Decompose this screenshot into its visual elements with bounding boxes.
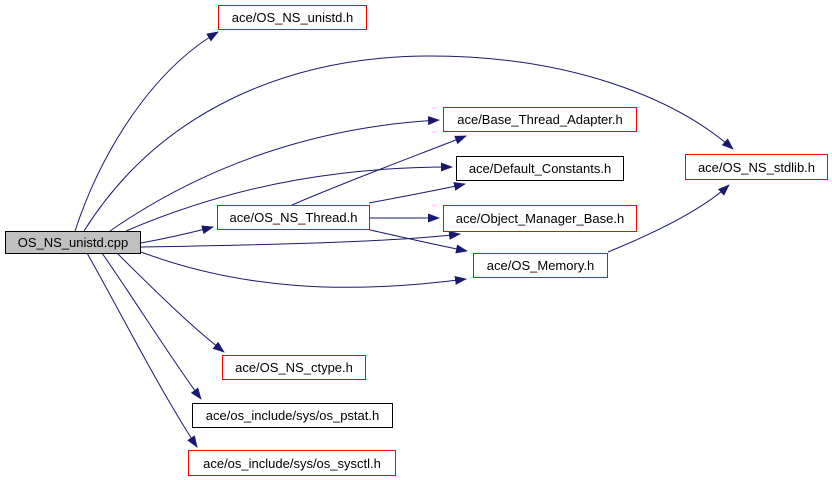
edge-cpp-to-os-ns-stdlib-h (83, 55, 734, 232)
node-ace-os-include-sys-os-sysctl-h[interactable]: ace/os_include/sys/os_sysctl.h (188, 450, 396, 476)
node-ace-os-include-sys-os-pstat-h[interactable]: ace/os_include/sys/os_pstat.h (192, 403, 393, 428)
node-label: OS_NS_unistd.cpp (17, 235, 129, 250)
node-ace-os-ns-thread-h[interactable]: ace/OS_NS_Thread.h (217, 205, 370, 230)
edge-cpp-to-os-pstat-h (101, 252, 202, 400)
node-label: ace/OS_Memory.h (486, 258, 595, 273)
edge-cpp-to-os-ns-ctype-h (116, 252, 225, 353)
edge-thread-to-default-constants-h (368, 182, 466, 204)
node-ace-os-ns-stdlib-h[interactable]: ace/OS_NS_stdlib.h (685, 154, 828, 180)
node-ace-os-ns-ctype-h[interactable]: ace/OS_NS_ctype.h (222, 355, 366, 380)
node-label: ace/Object_Manager_Base.h (455, 211, 625, 226)
node-label: ace/os_include/sys/os_pstat.h (205, 408, 380, 423)
edge-cpp-to-default-constants-h (125, 162, 453, 232)
node-label: ace/OS_NS_unistd.h (231, 10, 354, 25)
edge-thread-to-base-thread-adapter-h (291, 135, 467, 206)
edge-cpp-to-object-manager-base-h (140, 230, 461, 248)
edge-cpp-to-base-thread-adapter-h (109, 116, 440, 232)
node-ace-object-manager-base-h[interactable]: ace/Object_Manager_Base.h (443, 205, 637, 232)
node-ace-base-thread-adapter-h[interactable]: ace/Base_Thread_Adapter.h (443, 107, 637, 132)
node-ace-os-ns-unistd-h[interactable]: ace/OS_NS_unistd.h (218, 5, 367, 30)
node-label: ace/os_include/sys/os_sysctl.h (203, 455, 381, 471)
edge-thread-to-os-memory-h (369, 229, 468, 254)
edge-cpp-to-os-ns-thread-h (140, 225, 214, 244)
edge-cpp-to-os-ns-unistd-h (74, 31, 219, 232)
node-ace-os-memory-h[interactable]: ace/OS_Memory.h (473, 253, 608, 278)
node-ace-default-constants-h[interactable]: ace/Default_Constants.h (456, 156, 624, 181)
node-label: ace/Default_Constants.h (468, 161, 612, 176)
edge-cpp-to-os-sysctl-h (86, 252, 198, 448)
node-label: ace/Base_Thread_Adapter.h (457, 112, 623, 127)
node-label: ace/OS_NS_Thread.h (229, 210, 358, 225)
edge-os-memory-to-os-ns-stdlib-h (607, 184, 730, 253)
node-label: ace/OS_NS_ctype.h (235, 360, 353, 375)
node-os-ns-unistd-cpp: OS_NS_unistd.cpp (5, 231, 141, 254)
node-label: ace/OS_NS_stdlib.h (697, 159, 816, 175)
edge-cpp-to-os-memory-h (140, 251, 467, 288)
